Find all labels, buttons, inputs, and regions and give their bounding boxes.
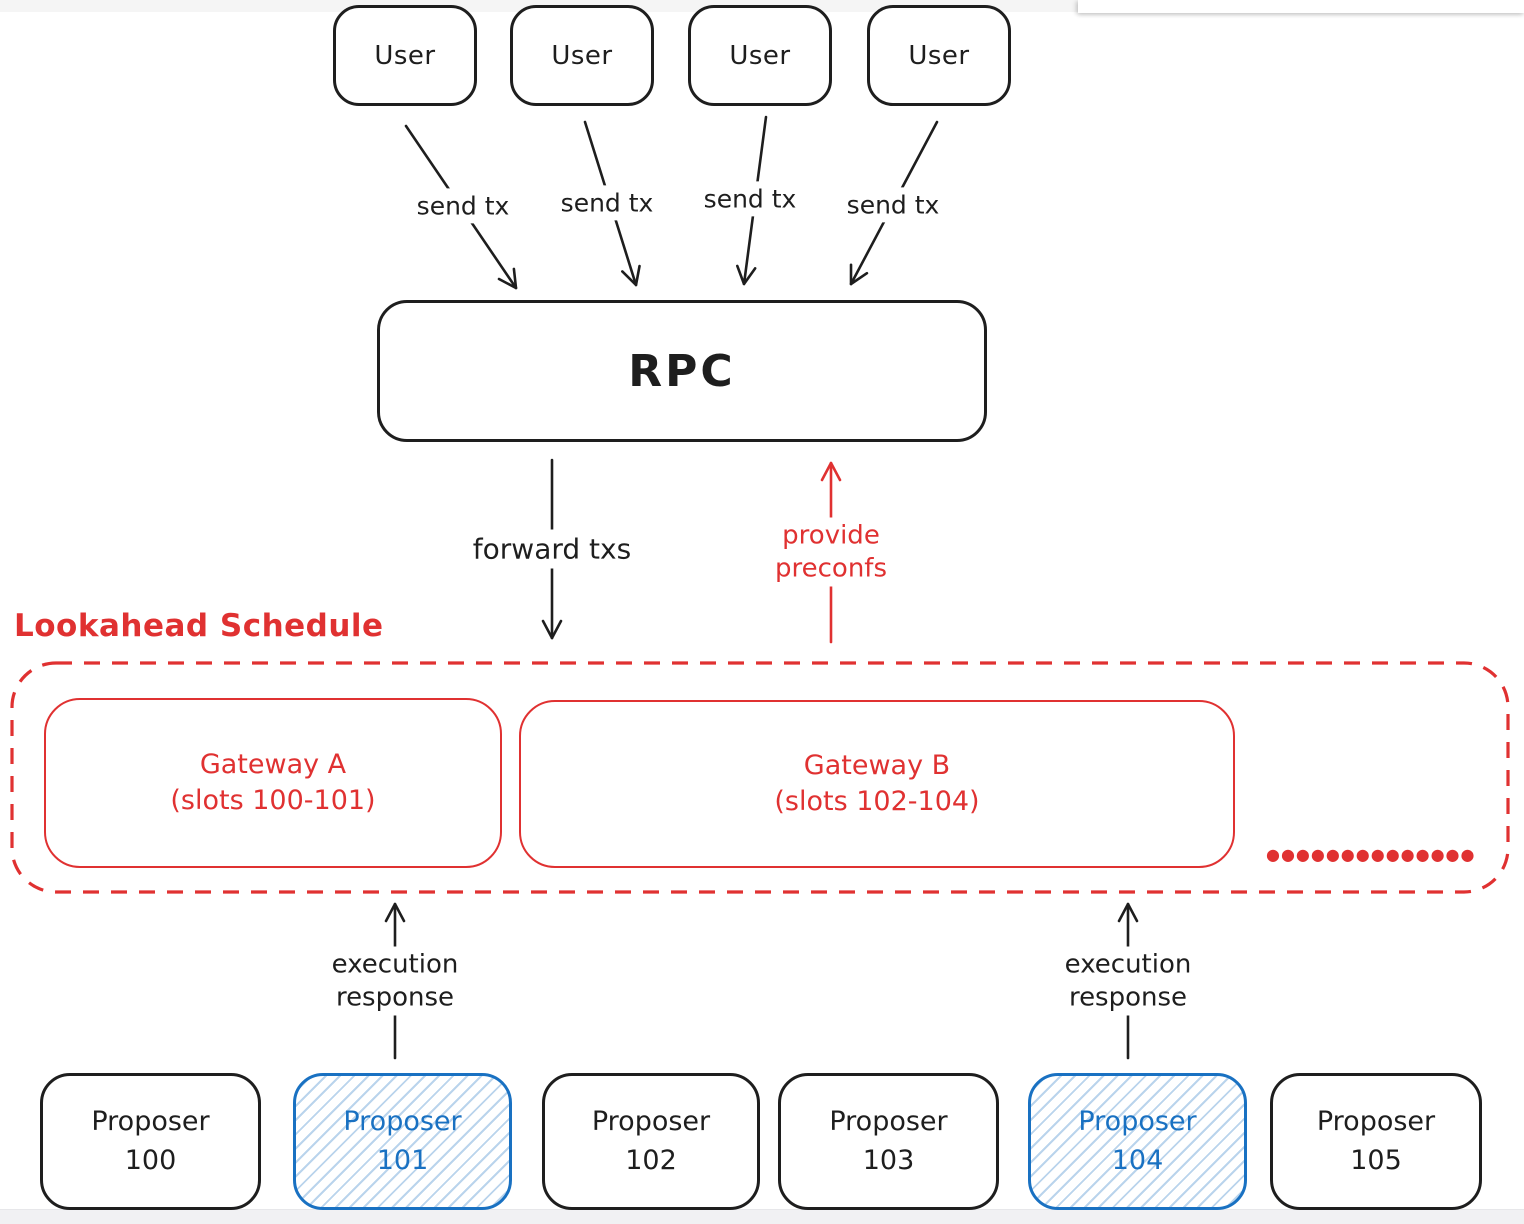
gateway-ellipsis-dots: ●●●●●●●●●●●●●●●●● — [1266, 845, 1474, 864]
proposer-number: 100 — [124, 1144, 177, 1176]
user-label: User — [908, 40, 970, 71]
proposer-label: Proposer — [91, 1106, 210, 1138]
proposer-box-102: Proposer 102 — [542, 1073, 760, 1210]
proposer-number: 103 — [862, 1144, 915, 1176]
forward-txs-label: forward txs — [464, 529, 640, 569]
execution-response-line2: response — [335, 982, 455, 1012]
send-tx-label-2: send tx — [552, 185, 662, 221]
rpc-box: RPC — [377, 300, 987, 442]
top-right-panel-edge — [1078, 0, 1524, 13]
user-label: User — [374, 40, 436, 71]
proposer-label: Proposer — [591, 1106, 711, 1138]
user-box-4: User — [867, 5, 1011, 106]
send-tx-label-4: send tx — [838, 187, 948, 223]
proposer-box-103: Proposer 103 — [778, 1073, 999, 1210]
execution-response-label-right: execution response — [1056, 946, 1200, 1016]
user-box-1: User — [333, 5, 477, 106]
proposer-box-105: Proposer 105 — [1270, 1073, 1482, 1210]
execution-response-line2: response — [1068, 982, 1188, 1012]
user-label: User — [551, 40, 613, 71]
proposer-box-101: Proposer 101 — [293, 1073, 512, 1210]
execution-response-line1: execution — [1064, 949, 1192, 980]
user-box-2: User — [510, 5, 654, 106]
gateway-b-name: Gateway B — [803, 750, 951, 782]
proposer-label: Proposer — [1316, 1106, 1436, 1138]
gateway-a-name: Gateway A — [199, 749, 347, 781]
proposer-number: 104 — [1111, 1144, 1164, 1176]
gateway-b-box: Gateway B (slots 102-104) — [519, 700, 1235, 868]
provide-preconfs-label: provide preconfs — [767, 517, 895, 587]
proposer-box-104: Proposer 104 — [1028, 1073, 1247, 1210]
proposer-number: 102 — [625, 1144, 677, 1176]
user-label: User — [729, 40, 791, 71]
send-tx-label-3: send tx — [695, 181, 805, 217]
lookahead-schedule-title: Lookahead Schedule — [14, 608, 384, 644]
gateway-b-slots: (slots 102-104) — [774, 786, 980, 817]
user-box-3: User — [688, 5, 832, 106]
execution-response-line1: execution — [331, 949, 459, 980]
proposer-label: Proposer — [829, 1106, 948, 1138]
execution-response-label-left: execution response — [323, 946, 467, 1016]
rpc-label: RPC — [628, 345, 736, 397]
proposer-label: Proposer — [1078, 1106, 1197, 1138]
proposer-number: 105 — [1350, 1144, 1402, 1176]
send-tx-label-1: send tx — [408, 188, 518, 224]
provide-preconfs-line2: preconfs — [775, 553, 887, 583]
provide-preconfs-line1: provide — [782, 520, 880, 551]
proposer-box-100: Proposer 100 — [40, 1073, 261, 1210]
bottom-strip — [0, 1209, 1524, 1224]
proposer-label: Proposer — [343, 1106, 462, 1138]
gateway-a-slots: (slots 100-101) — [170, 785, 376, 816]
gateway-a-box: Gateway A (slots 100-101) — [44, 698, 502, 868]
proposer-number: 101 — [376, 1144, 429, 1176]
